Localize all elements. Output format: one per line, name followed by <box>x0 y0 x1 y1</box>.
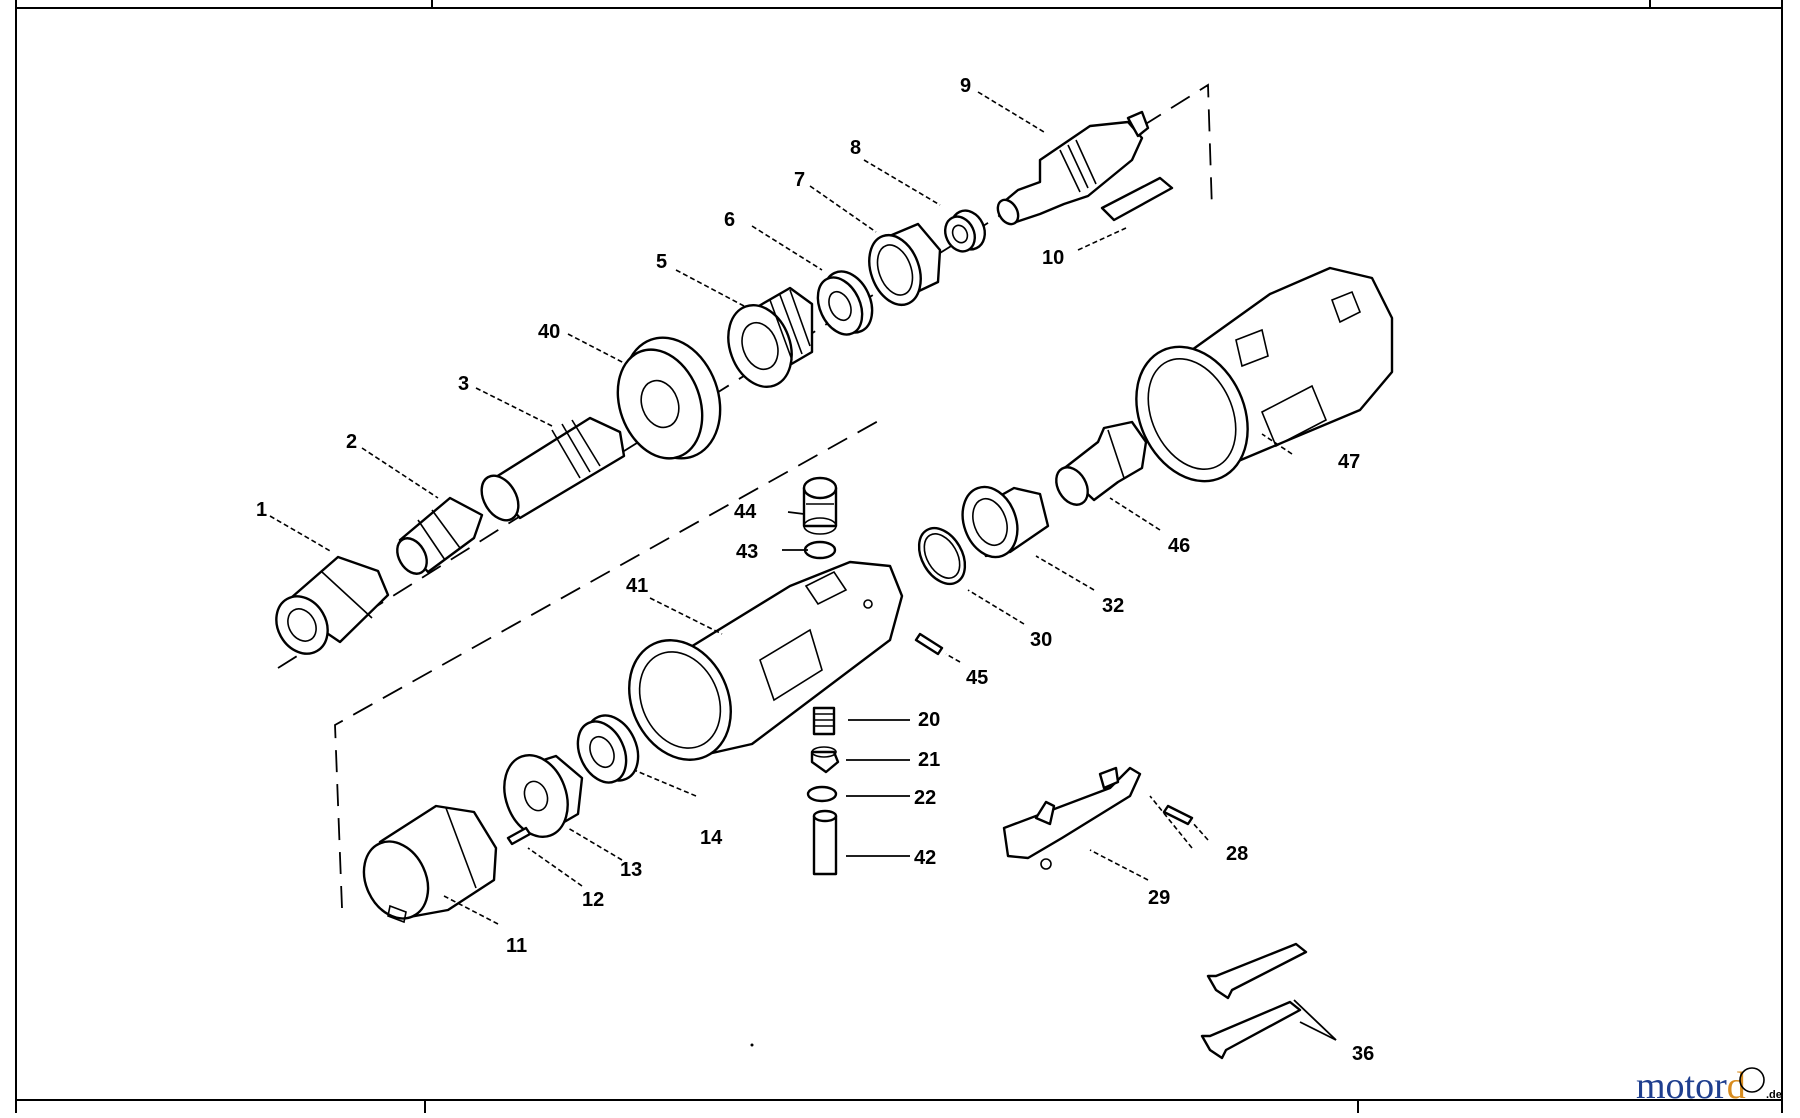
part-12-pin <box>506 826 532 846</box>
label-30: 30 <box>1030 629 1052 651</box>
part-22-o-ring <box>806 785 838 803</box>
label-42: 42 <box>914 847 936 869</box>
label-13: 13 <box>620 859 642 881</box>
label-40: 40 <box>538 321 560 343</box>
watermark-motor: motor <box>1636 1065 1727 1107</box>
label-1: 1 <box>256 499 267 521</box>
label-22: 22 <box>914 787 936 809</box>
part-6-bearing <box>816 270 874 336</box>
label-8: 8 <box>850 137 861 159</box>
part-8-bearing <box>944 209 986 253</box>
label-43: 43 <box>736 541 758 563</box>
part-29-trigger <box>1002 766 1142 870</box>
label-21: 21 <box>918 749 940 771</box>
part-1-nut <box>275 555 390 655</box>
part-42-pin <box>812 809 838 876</box>
label-47: 47 <box>1338 451 1360 473</box>
drawing-frame <box>15 0 1783 1113</box>
part-9-rotor <box>996 110 1150 226</box>
part-47-housing <box>1135 266 1394 483</box>
part-46-motor-assembly <box>1055 420 1148 506</box>
label-28: 28 <box>1226 843 1248 865</box>
assembly-axis-lines <box>277 83 1213 909</box>
leader-lines <box>269 91 1337 1041</box>
watermark-logo: motord .de <box>1636 1065 1782 1107</box>
label-10: 10 <box>1042 247 1064 269</box>
stray-dot <box>750 1043 754 1047</box>
label-12: 12 <box>582 889 604 911</box>
part-5-threaded-housing <box>727 286 814 388</box>
label-7: 7 <box>794 169 805 191</box>
part-28-pin <box>1162 804 1194 826</box>
part-40-ring <box>616 336 722 460</box>
part-43-o-ring <box>803 540 837 560</box>
label-36: 36 <box>1352 1043 1374 1065</box>
part-11-cylinder <box>362 804 498 924</box>
label-3: 3 <box>458 373 469 395</box>
part-3-spindle <box>480 416 626 522</box>
part-7-sleeve <box>868 222 942 307</box>
part-14-bearing <box>576 714 640 784</box>
svg-text:motord: motord <box>1636 1065 1746 1107</box>
part-30-o-ring <box>917 526 967 586</box>
label-29: 29 <box>1148 887 1170 909</box>
part-10-vane <box>1100 176 1174 222</box>
part-41-main-body <box>628 560 904 761</box>
label-6: 6 <box>724 209 735 231</box>
part-21-valve-stem <box>810 746 840 774</box>
part-labels: 1 2 3 5 6 7 8 9 10 40 44 43 41 45 20 21 … <box>256 75 1374 1065</box>
part-45-pin <box>914 632 944 656</box>
part-36-wrenches <box>1200 942 1308 1060</box>
watermark-circle-icon <box>1739 1067 1765 1093</box>
label-41: 41 <box>626 575 648 597</box>
label-2: 2 <box>346 431 357 453</box>
label-44: 44 <box>734 501 757 523</box>
label-5: 5 <box>656 251 667 273</box>
part-13-bearing-plate <box>503 754 584 838</box>
part-20-spring <box>812 706 836 736</box>
label-14: 14 <box>700 827 723 849</box>
label-11: 11 <box>506 935 527 957</box>
part-44-valve <box>802 476 838 535</box>
label-20: 20 <box>918 709 940 731</box>
part-32-threaded-cap <box>961 485 1050 559</box>
label-32: 32 <box>1102 595 1124 617</box>
watermark-suffix: .de <box>1766 1089 1782 1101</box>
part-2-collet <box>396 496 484 575</box>
label-9: 9 <box>960 75 971 97</box>
label-46: 46 <box>1168 535 1190 557</box>
label-45: 45 <box>966 667 988 689</box>
